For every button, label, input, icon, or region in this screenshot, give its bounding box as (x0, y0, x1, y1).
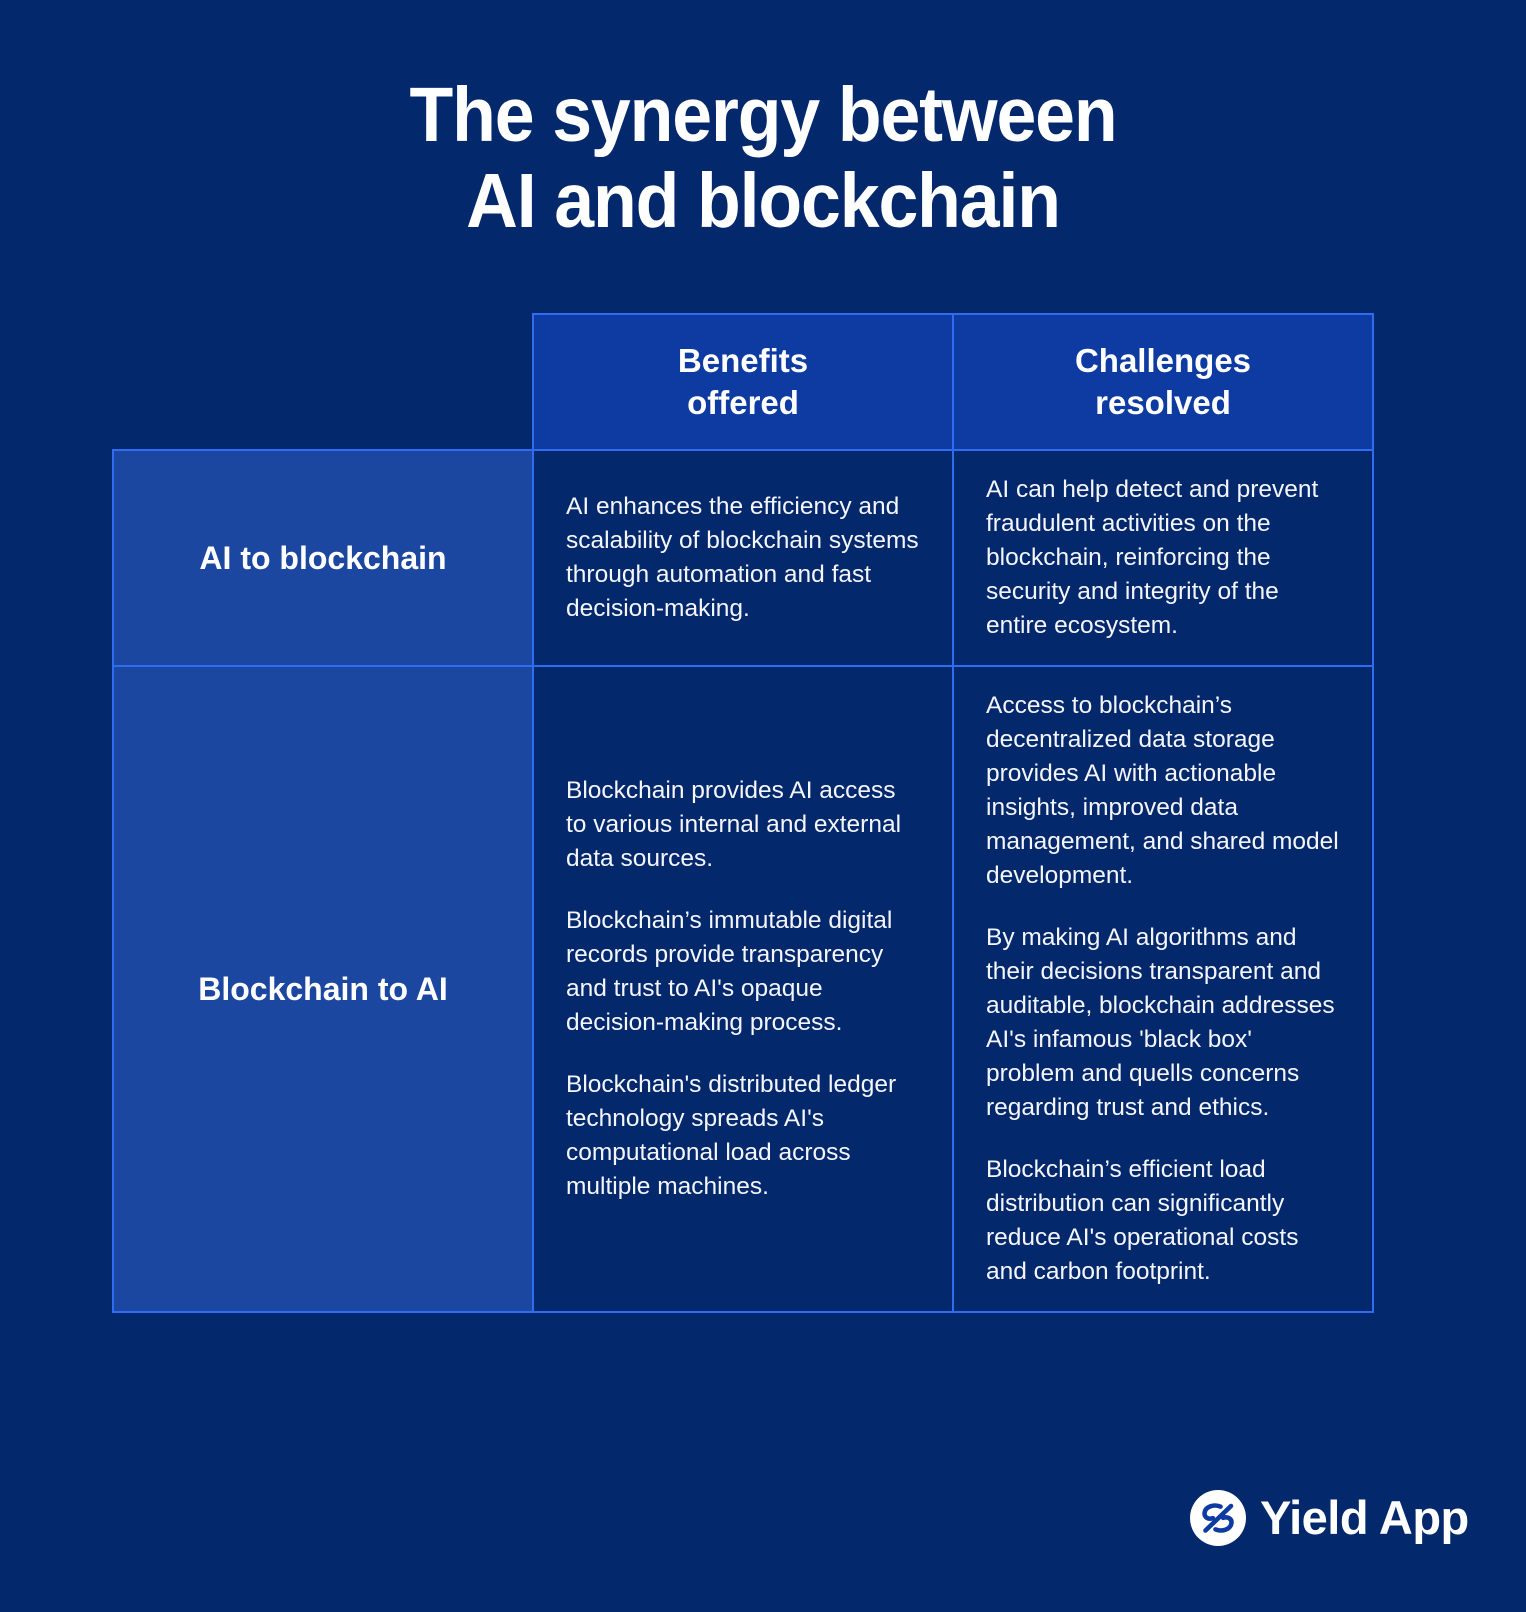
column-header-benefits-line-2: offered (687, 384, 799, 421)
title-line-1: The synergy between (409, 72, 1117, 158)
paragraph: Blockchain's distributed ledger technolo… (566, 1071, 897, 1200)
brand-logo: Yield App (1190, 1490, 1469, 1546)
table-corner-cell (113, 314, 533, 450)
paragraph: Blockchain’s immutable digital records p… (566, 907, 893, 1036)
column-header-benefits: Benefits offered (532, 313, 954, 451)
cell-blockchain-to-ai-challenges: Access to blockchain’s decentralized dat… (952, 665, 1374, 1313)
cell-blockchain-to-ai-benefits: Blockchain provides AI access to various… (532, 665, 954, 1313)
column-header-challenges-line-2: resolved (1095, 384, 1231, 421)
comparison-table-wrapper: Benefits offered Challenges resolved AI … (112, 313, 1374, 1313)
table-row: Blockchain to AI Blockchain provides AI … (112, 665, 1374, 1313)
paragraph: Blockchain’s efficient load distribution… (986, 1156, 1299, 1285)
paragraph: Access to blockchain’s decentralized dat… (986, 692, 1339, 889)
column-header-benefits-line-1: Benefits (677, 342, 809, 379)
comparison-table: Benefits offered Challenges resolved AI … (112, 313, 1374, 1313)
paragraph: AI can help detect and prevent fraudulen… (986, 476, 1319, 639)
title-line-2: AI and blockchain (466, 158, 1061, 244)
paragraph: By making AI algorithms and their decisi… (986, 924, 1335, 1121)
row-label-ai-to-blockchain: AI to blockchain (112, 449, 534, 667)
page-title: The synergy between AI and blockchain (0, 72, 1526, 244)
cell-ai-to-blockchain-benefits: AI enhances the efficiency and scalabili… (532, 449, 954, 667)
column-header-challenges-line-1: Challenges (1074, 342, 1252, 379)
table-row: AI to blockchain AI enhances the efficie… (112, 449, 1374, 667)
table-header-row: Benefits offered Challenges resolved (113, 313, 1374, 451)
brand-logo-text: Yield App (1260, 1491, 1469, 1544)
cell-ai-to-blockchain-challenges: AI can help detect and prevent fraudulen… (952, 449, 1374, 667)
yield-app-swirl-icon (1190, 1490, 1246, 1546)
column-header-challenges: Challenges resolved (952, 313, 1374, 451)
paragraph: Blockchain provides AI access to various… (566, 777, 902, 872)
row-label-blockchain-to-ai: Blockchain to AI (112, 665, 534, 1313)
paragraph: AI enhances the efficiency and scalabili… (566, 493, 919, 622)
